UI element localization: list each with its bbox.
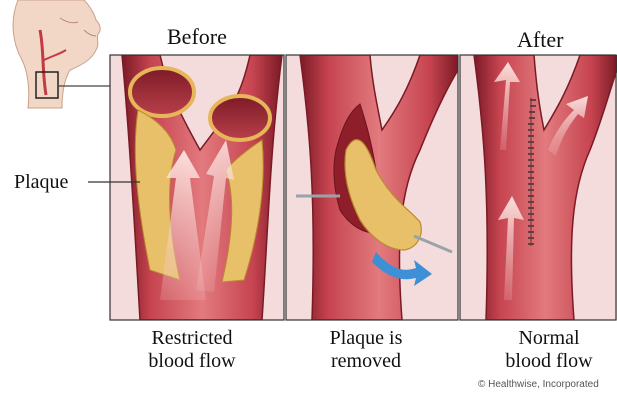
caption-restricted-line-2: blood flow [127,350,257,373]
caption-restricted-line-1: Restricted [127,327,257,350]
caption-normal-line-1: Normal [486,327,612,350]
heading-before: Before [167,24,227,50]
before-artery [110,55,284,320]
plaque-label: Plaque [14,171,68,194]
caption-removed-line-2: removed [306,350,426,373]
caption-normal-line-2: blood flow [486,350,612,373]
head-profile [13,0,100,108]
heading-after: After [517,27,563,53]
caption-normal: Normal blood flow [486,327,612,373]
caption-removed-line-1: Plaque is [306,327,426,350]
caption-removed: Plaque is removed [306,327,426,373]
after-artery [460,55,617,320]
copyright-credit: © Healthwise, Incorporated [478,379,599,390]
surgery-artery [286,55,458,320]
caption-restricted: Restricted blood flow [127,327,257,373]
